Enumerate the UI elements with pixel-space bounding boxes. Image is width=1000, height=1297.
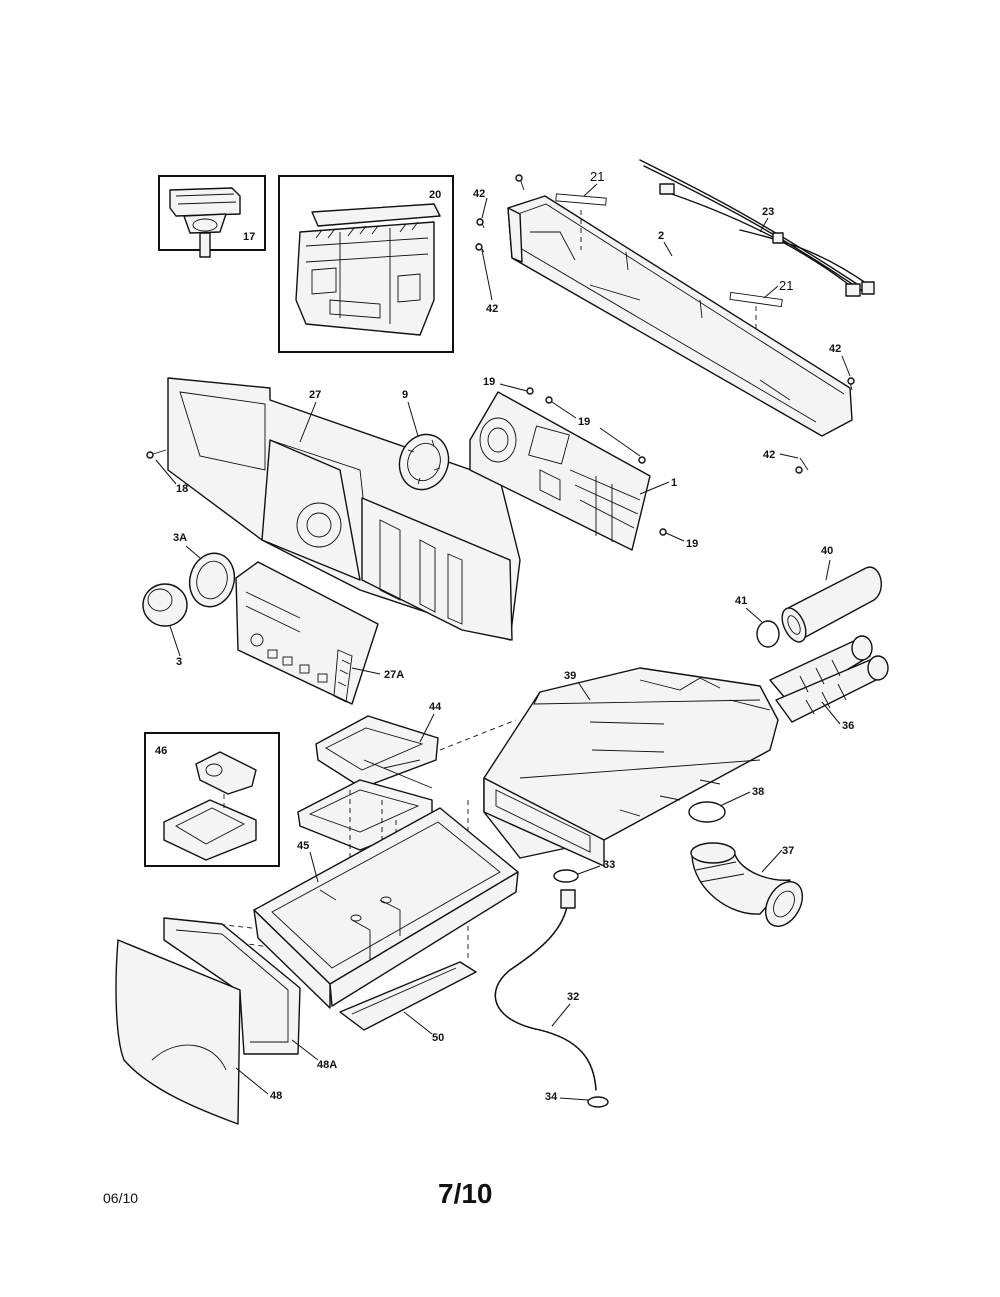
callout-42b: 42 bbox=[486, 303, 498, 315]
clamp-34 bbox=[587, 1096, 609, 1108]
drawer-front-48 bbox=[115, 939, 241, 1125]
callout-19a: 19 bbox=[483, 376, 495, 388]
callout-17: 17 bbox=[243, 231, 255, 243]
callout-42a: 42 bbox=[473, 188, 485, 200]
callout-27: 27 bbox=[309, 389, 321, 401]
callout-39: 39 bbox=[564, 670, 576, 682]
callout-36: 36 bbox=[842, 720, 854, 732]
clamp-33 bbox=[553, 869, 579, 883]
callout-50: 50 bbox=[432, 1032, 444, 1044]
inset-box-17: 17 bbox=[158, 175, 266, 258]
knob-ring-9 bbox=[398, 433, 450, 491]
inset-box-46: 46 bbox=[144, 732, 280, 867]
callout-21b: 21 bbox=[779, 278, 793, 293]
elbow-hose-37 bbox=[690, 842, 804, 927]
knob-3 bbox=[142, 583, 188, 627]
callout-40: 40 bbox=[821, 545, 833, 557]
callout-20: 20 bbox=[429, 189, 441, 201]
callout-46: 46 bbox=[155, 745, 167, 757]
callout-2: 2 bbox=[658, 230, 664, 242]
callout-34: 34 bbox=[545, 1091, 558, 1103]
callout-23: 23 bbox=[762, 206, 774, 218]
callout-37: 37 bbox=[782, 845, 794, 857]
callout-45: 45 bbox=[297, 840, 309, 852]
callout-27A: 27A bbox=[384, 669, 404, 681]
inset-box-20: 20 bbox=[278, 175, 454, 353]
dispenser-cup-part bbox=[163, 751, 257, 861]
ring-38 bbox=[688, 801, 726, 823]
callout-19b: 19 bbox=[578, 416, 590, 428]
callout-9: 9 bbox=[402, 389, 408, 401]
hose-40 bbox=[781, 566, 883, 643]
screw-19-group bbox=[526, 387, 667, 536]
callout-18: 18 bbox=[176, 483, 188, 495]
drain-hose-32 bbox=[494, 889, 597, 1091]
ring-41 bbox=[756, 620, 780, 648]
callout-42d: 42 bbox=[763, 449, 775, 461]
pressure-switch-part bbox=[169, 187, 241, 258]
revision-date: 06/10 bbox=[103, 1190, 139, 1206]
callout-19c: 19 bbox=[686, 538, 698, 550]
callout-3: 3 bbox=[176, 656, 182, 668]
console-panel-2 bbox=[507, 193, 853, 437]
tray-50 bbox=[339, 961, 477, 1031]
callout-41: 41 bbox=[735, 595, 747, 607]
callout-44: 44 bbox=[429, 701, 442, 713]
wire-harness-23 bbox=[639, 159, 875, 297]
control-board-1 bbox=[469, 391, 651, 551]
callout-48A: 48A bbox=[317, 1059, 337, 1071]
callout-38: 38 bbox=[752, 786, 764, 798]
callout-3A: 3A bbox=[173, 532, 187, 544]
screw-42-group bbox=[475, 174, 855, 474]
callout-33: 33 bbox=[603, 859, 615, 871]
callout-42c: 42 bbox=[829, 343, 841, 355]
callout-1: 1 bbox=[671, 477, 677, 489]
callout-21a: 21 bbox=[590, 169, 604, 184]
dispenser-housing-39 bbox=[483, 667, 779, 867]
control-module-part bbox=[295, 203, 441, 336]
callout-32: 32 bbox=[567, 991, 579, 1003]
ring-3A bbox=[188, 552, 236, 608]
inlet-valve-36 bbox=[769, 635, 889, 723]
overlay-27A bbox=[235, 561, 379, 705]
page-number: 7/10 bbox=[438, 1178, 493, 1209]
tray-45 bbox=[253, 807, 519, 1009]
panel-27 bbox=[167, 377, 521, 641]
callout-48: 48 bbox=[270, 1090, 282, 1102]
